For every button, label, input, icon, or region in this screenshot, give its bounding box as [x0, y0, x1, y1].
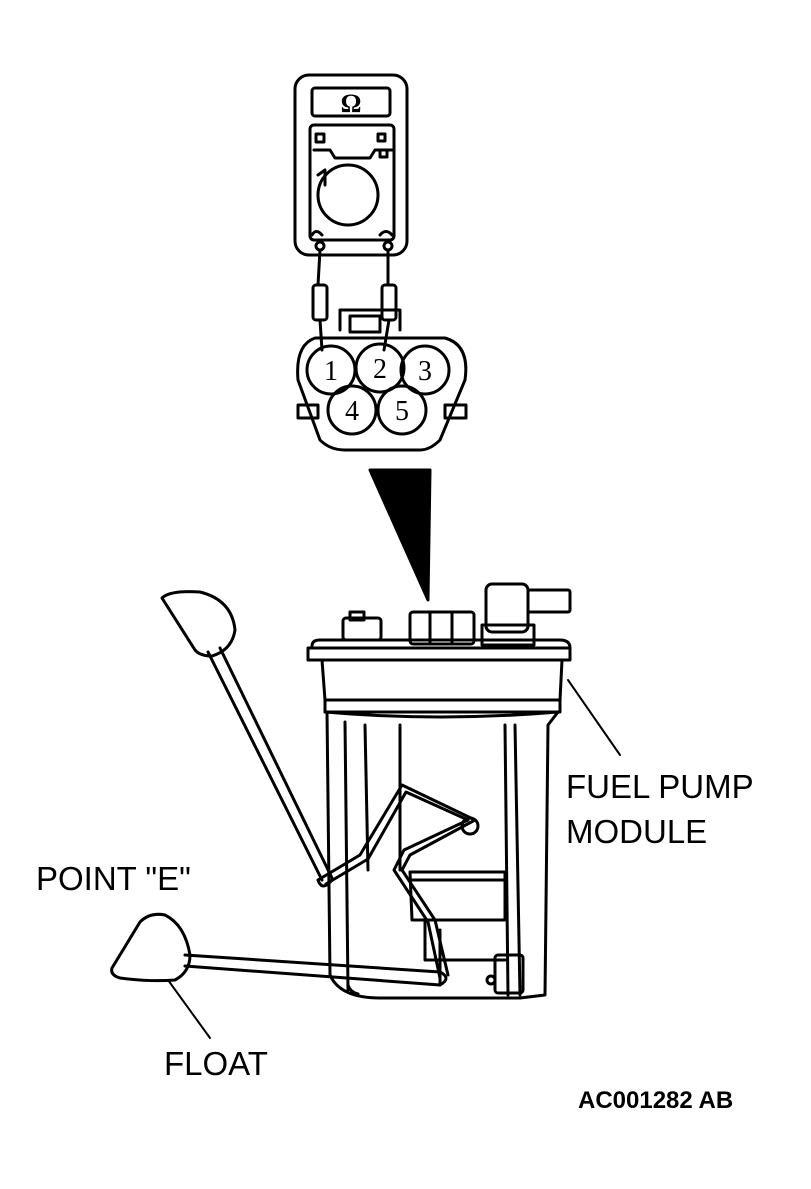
- connector-pins: [305, 342, 451, 436]
- float-leader-line: [167, 979, 211, 1039]
- float-label: FLOAT: [164, 1045, 268, 1082]
- pin-5: [376, 384, 428, 436]
- pin-5-label: 5: [395, 396, 409, 427]
- float-icon: [110, 912, 448, 987]
- pin-3: [399, 344, 451, 396]
- module-leader-line: [567, 679, 621, 756]
- pin-1-label: 1: [324, 356, 338, 387]
- test-lead-right: [380, 248, 398, 352]
- pin-4-label: 4: [345, 396, 359, 427]
- fuel-pump-module-label-line1: FUEL PUMP: [566, 768, 754, 805]
- point-e-label: POINT "E": [36, 860, 191, 897]
- pin-2-label: 2: [373, 354, 387, 385]
- pin-2: [354, 342, 406, 394]
- fuel-pump-module-icon: [306, 582, 572, 1000]
- ohmmeter-icon: [293, 73, 409, 257]
- pin-4: [326, 384, 378, 436]
- fuel-pump-module-label-line2: MODULE: [566, 813, 708, 850]
- figure-code: AC001282 AB: [578, 1087, 734, 1114]
- ohm-symbol: Ω: [341, 89, 362, 118]
- test-lead-left: [311, 248, 329, 352]
- connector-icon: [296, 308, 468, 452]
- arrow-icon: [368, 468, 432, 602]
- upper-float-icon: [160, 590, 334, 888]
- pin-3-label: 3: [418, 356, 432, 387]
- pin-labels: 1 2 3 4 5: [324, 354, 432, 427]
